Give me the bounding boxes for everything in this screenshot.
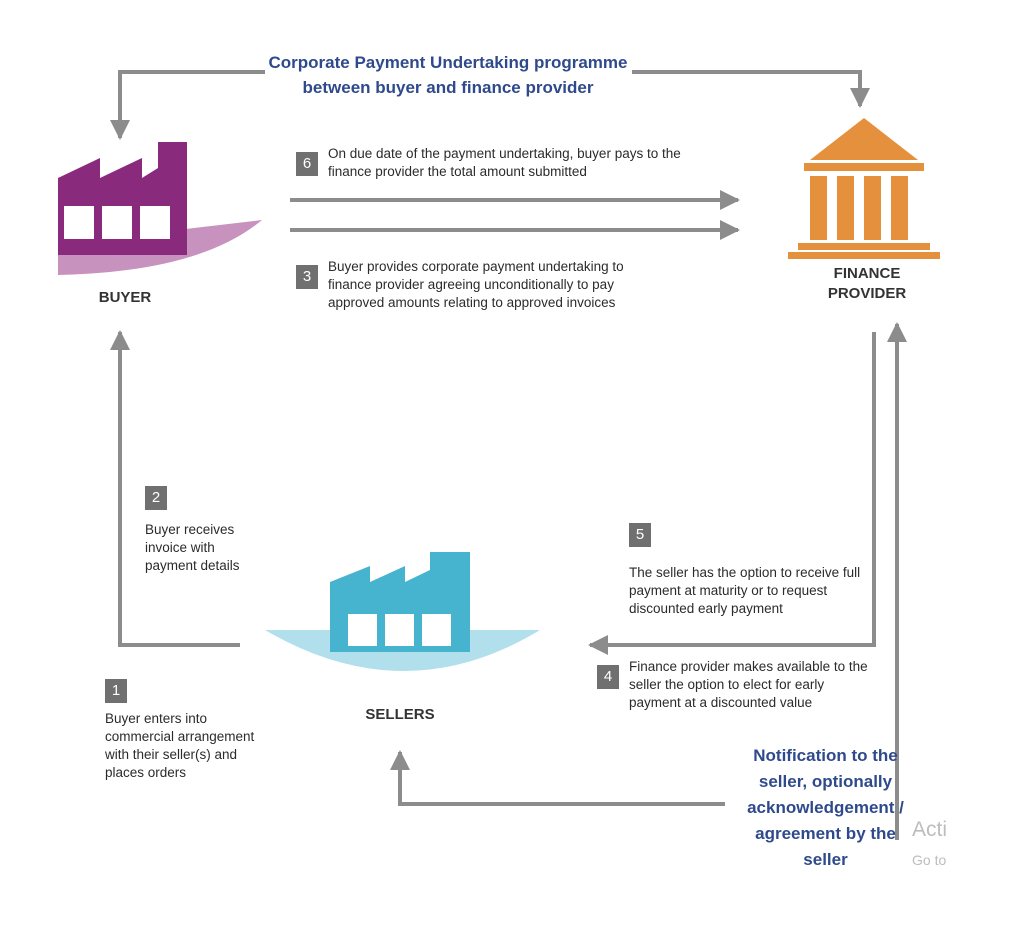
step-4-number: 4: [597, 665, 619, 689]
step-6-text: On due date of the payment undertaking, …: [328, 146, 681, 179]
step-4-text: Finance provider makes available to the …: [629, 659, 868, 710]
sellers-label: SELLERS: [365, 706, 435, 723]
arrow-notification-to-seller: [390, 750, 725, 806]
step-2-text: Buyer receives invoice with payment deta…: [145, 522, 240, 573]
notification-heading: Notification to the seller, optionally a…: [747, 746, 904, 869]
step-6-number: 6: [296, 152, 318, 176]
step-5-number: 5: [629, 523, 651, 547]
finance-provider-label: FINANCE PROVIDER: [827, 265, 907, 302]
buyer-label: BUYER: [98, 289, 152, 306]
sellers-factory-icon: [265, 552, 540, 671]
activation-watermark-line1: Acti: [912, 818, 948, 841]
step-3-text: Buyer provides corporate payment underta…: [328, 259, 624, 310]
arrow-heading-to-finance: [632, 70, 870, 108]
arrow-heading-to-buyer: [110, 70, 265, 140]
activation-watermark-line2: Go to: [912, 852, 947, 868]
step-5-text: The seller has the option to receive ful…: [629, 565, 861, 616]
step-2-number: 2: [145, 486, 167, 510]
step-1-text: Buyer enters into commercial arrangement…: [105, 711, 255, 780]
step-1-number: 1: [105, 679, 127, 703]
step-3-number: 3: [296, 265, 318, 289]
arrow-step2-invoice: [110, 330, 240, 647]
arrow-finance-to-seller: [588, 332, 876, 655]
bank-icon: [788, 118, 940, 259]
buyer-factory-icon: [58, 142, 262, 275]
programme-heading: Corporate Payment Undertaking programme …: [268, 53, 628, 97]
